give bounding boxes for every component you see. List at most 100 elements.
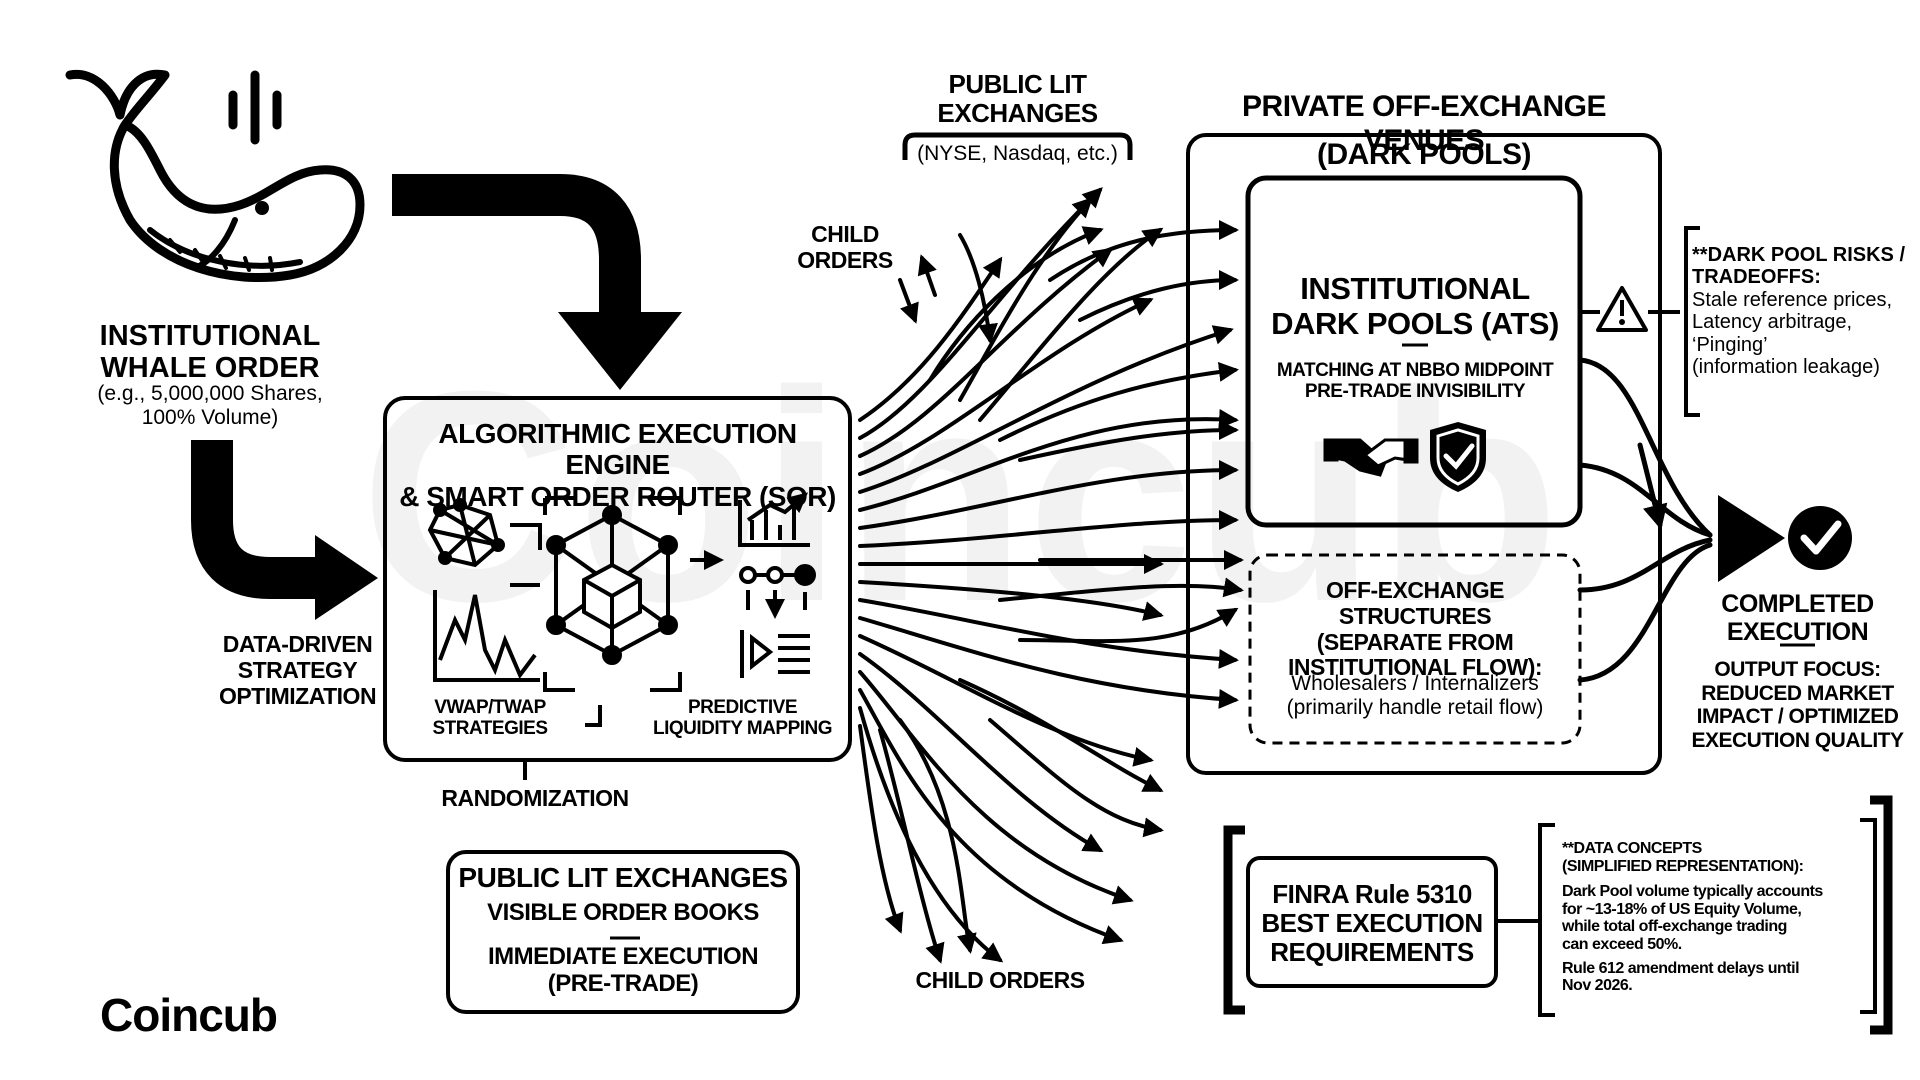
whale-title-line1: INSTITUTIONAL <box>99 320 321 352</box>
predictive-line2: LIQUIDITY MAPPING <box>652 718 833 740</box>
data-concepts-p1-line1: Dark Pool volume typically accounts <box>1562 883 1823 901</box>
risks-line4: (information leakage) <box>1692 355 1880 378</box>
risks-title2: TRADEOFFS: <box>1692 266 1821 289</box>
risks-line3: ‘Pinging’ <box>1692 333 1768 356</box>
private-title: PRIVATE OFF-EXCHANGE VENUES <box>1242 90 1606 157</box>
lit-box-line1: VISIBLE ORDER BOOKS <box>487 899 759 926</box>
completed-focus2: REDUCED MARKET <box>1701 681 1894 705</box>
completed-line2: EXECUTION <box>1726 618 1869 646</box>
lit-box-lines: IMMEDIATE EXECUTION (PRE-TRADE) <box>450 943 796 998</box>
whale-sub-line2: 100% Volume) <box>141 405 279 429</box>
engine-title: ALGORITHMIC EXECUTION ENGINE & SMART ORD… <box>390 418 845 512</box>
lit-box-line2: IMMEDIATE EXECUTION <box>487 943 759 970</box>
child-orders-top: CHILD ORDERS <box>790 221 900 274</box>
offex-title: OFF-EXCHANGE STRUCTURES (SEPARATE FROM I… <box>1250 577 1580 681</box>
offex-detail: Wholesalers / Internalizers (primarily h… <box>1250 672 1580 719</box>
offex-line1: OFF-EXCHANGE STRUCTURES <box>1326 577 1505 629</box>
completed-line1: COMPLETED <box>1721 590 1874 618</box>
top-lit-line2: EXCHANGES <box>937 98 1098 129</box>
lit-box-line3: (PRE-TRADE) <box>547 969 699 997</box>
whale-sub-line1: (e.g., 5,000,000 Shares, <box>97 382 323 405</box>
shield-check-icon <box>1430 422 1486 492</box>
finra-line2: BEST EXECUTION <box>1261 908 1483 939</box>
vwap-line2: STRATEGIES <box>432 718 549 740</box>
cube-network-icon <box>510 496 724 727</box>
converging-arrows <box>1577 357 1713 683</box>
top-lit-line1: PUBLIC LIT <box>948 69 1088 99</box>
top-lit-examples: (NYSE, Nasdaq, etc.) <box>917 142 1118 165</box>
data-concepts-p1-line4: can exceed 50%. <box>1562 935 1682 953</box>
data-concepts-title2: (SIMPLIFIED REPRESENTATION): <box>1562 857 1804 875</box>
ats-detail1: MATCHING AT NBBO MIDPOINT <box>1276 360 1554 381</box>
list-icon <box>740 630 810 678</box>
data-driven-label: DATA-DRIVEN STRATEGY OPTIMIZATION <box>200 631 395 709</box>
child-orders-top-line1: CHILD <box>811 221 879 247</box>
risks-line2: Latency arbitrage, <box>1692 311 1853 334</box>
risks-note: **DARK POOL RISKS / TRADEOFFS: Stale ref… <box>1692 244 1920 378</box>
warning-icon <box>1596 286 1648 332</box>
completion-arrowhead <box>1718 495 1785 582</box>
offex-line2: (SEPARATE FROM <box>1316 628 1514 655</box>
whale-title: INSTITUTIONAL WHALE ORDER <box>60 320 360 385</box>
bar-chart-icon <box>738 492 810 547</box>
whale-icon <box>65 69 365 282</box>
ats-detail2: PRE-TRADE INVISIBILITY <box>1304 381 1526 403</box>
ats-title: INSTITUTIONAL DARK POOLS (ATS) <box>1250 271 1580 341</box>
data-concepts-p2-line1: Rule 612 amendment delays until <box>1562 959 1800 977</box>
data-driven-line1: DATA-DRIVEN <box>222 631 373 657</box>
main-flow-arrow <box>392 174 682 390</box>
completed-focus: OUTPUT FOCUS: REDUCED MARKET IMPACT / OP… <box>1690 658 1905 752</box>
child-orders-top-line2: ORDERS <box>797 246 893 273</box>
completed-focus3: IMPACT / OPTIMIZED <box>1696 705 1899 729</box>
engine-title-line2: & SMART ORDER ROUTER (SOR) <box>399 480 836 512</box>
nodes-icon <box>739 564 816 619</box>
brand-logo: Coincub <box>100 989 278 1041</box>
data-concepts-p2-line2: Nov 2026. <box>1562 977 1633 995</box>
whale-subtitle: (e.g., 5,000,000 Shares, 100% Volume) <box>60 382 360 429</box>
whale-to-engine-arrow <box>191 440 378 620</box>
data-driven-line3: OPTIMIZATION <box>218 682 377 709</box>
completed-focus1: OUTPUT FOCUS: <box>1714 658 1881 681</box>
data-concepts-p1-line2: for ~13-18% of US Equity Volume, <box>1562 900 1802 918</box>
data-concepts-title1: **DATA CONCEPTS <box>1562 840 1702 857</box>
ats-line2: DARK POOLS (ATS) <box>1271 305 1559 341</box>
lit-exchanges-box <box>446 850 800 1014</box>
data-concepts-note: **DATA CONCEPTS (SIMPLIFIED REPRESENTATI… <box>1562 840 1862 995</box>
offex-detail2: (primarily handle retail flow) <box>1286 695 1544 719</box>
data-driven-line2: STRATEGY <box>237 656 358 683</box>
check-circle-icon <box>1788 506 1852 570</box>
engine-box <box>383 396 852 762</box>
offex-detail1: Wholesalers / Internalizers <box>1291 672 1539 695</box>
vwap-line1: VWAP/TWAP <box>434 697 546 718</box>
network-icon <box>427 498 505 568</box>
whale-title-line2: WHALE ORDER <box>100 352 320 385</box>
completed-focus4: EXECUTION QUALITY <box>1691 728 1904 752</box>
ats-box <box>1245 175 1583 528</box>
child-orders-bottom: CHILD ORDERS <box>915 967 1085 993</box>
top-lit-title: PUBLIC LIT EXCHANGES <box>905 69 1130 129</box>
finra-line1: FINRA Rule 5310 <box>1272 879 1472 909</box>
engine-title-line1: ALGORITHMIC EXECUTION ENGINE <box>438 418 797 481</box>
offex-box <box>1248 553 1582 745</box>
data-concepts-p1-line3: while total off-exchange trading <box>1562 918 1787 936</box>
ats-detail: MATCHING AT NBBO MIDPOINT PRE-TRADE INVI… <box>1250 360 1580 403</box>
private-venues-box <box>1186 133 1662 775</box>
risks-title1: **DARK POOL RISKS / <box>1692 244 1905 266</box>
offex-line3: INSTITUTIONAL FLOW): <box>1287 654 1543 681</box>
predictive-label: PREDICTIVE LIQUIDITY MAPPING <box>640 697 845 740</box>
risks-line1: Stale reference prices, <box>1692 288 1893 311</box>
handshake-icon <box>1323 438 1419 477</box>
finra-line3: REQUIREMENTS <box>1270 937 1474 968</box>
vwap-label: VWAP/TWAP STRATEGIES <box>420 697 560 740</box>
predictive-line1: PREDICTIVE <box>687 697 798 718</box>
finra-text: FINRA Rule 5310 BEST EXECUTION REQUIREME… <box>1250 879 1494 968</box>
child-order-arrows <box>858 187 1244 964</box>
private-subtitle: (DARK POOLS) <box>1317 138 1532 171</box>
line-chart-icon <box>433 590 540 682</box>
lit-box-title: PUBLIC LIT EXCHANGES <box>458 862 788 893</box>
randomization-label: RANDOMIZATION <box>441 785 629 811</box>
completed-title: COMPLETED EXECUTION <box>1690 590 1905 646</box>
ats-line1: INSTITUTIONAL <box>1300 271 1530 306</box>
